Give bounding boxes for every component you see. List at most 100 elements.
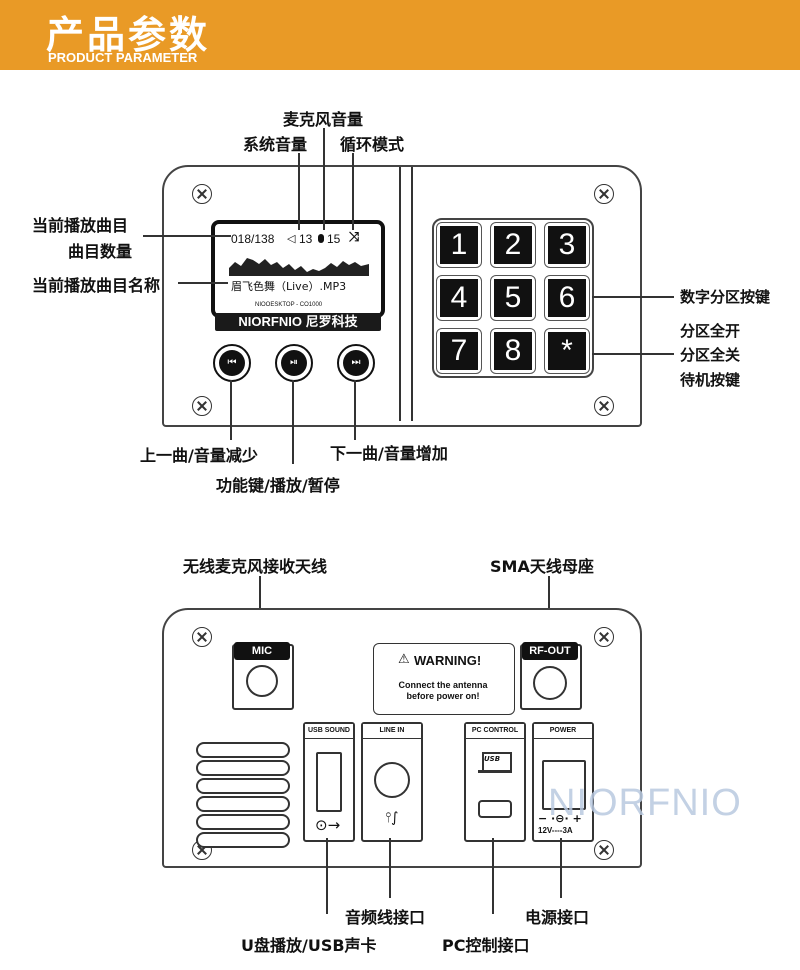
front-divider-2 (411, 167, 413, 421)
pointer-line (178, 282, 228, 284)
lcd-volume: 13 (299, 232, 313, 246)
rf-out-tag: RF-OUT (522, 642, 578, 660)
pointer-line (592, 353, 674, 355)
screw-icon (594, 396, 614, 416)
label-play: 功能键/播放/暂停 (216, 476, 340, 495)
label-mic-antenna: 无线麦克风接收天线 (183, 557, 328, 576)
spectrum-icon (229, 258, 369, 276)
label-track-name: 当前播放曲目名称 (32, 276, 161, 295)
vent-slot (196, 814, 290, 830)
shuffle-icon: ⤨ (349, 230, 360, 245)
pointer-line (352, 153, 354, 230)
play-pause-icon: ⏯ (281, 350, 307, 376)
power-spec: 12V----3A (538, 826, 573, 835)
pointer-line (354, 380, 356, 440)
lcd-song: 眉飞色舞（Live）.MP3 (231, 280, 347, 293)
screw-icon (594, 627, 614, 647)
pointer-line (326, 838, 328, 914)
pointer-line (323, 128, 325, 230)
key-8[interactable]: 8 (490, 328, 536, 374)
mic-jack-icon[interactable] (246, 665, 278, 697)
keypad: 1 2 3 4 5 6 7 8 * (432, 218, 594, 378)
pointer-line (292, 380, 294, 464)
line-in-port: LINE IN ⫯∫ (361, 722, 423, 842)
label-next: 下一曲/音量增加 (330, 444, 448, 463)
warning-line1: Connect the antenna (398, 680, 488, 690)
laptop-base-icon (478, 770, 512, 773)
vent-slot (196, 832, 290, 848)
rf-jack-icon[interactable] (533, 666, 567, 700)
pointer-line (143, 235, 231, 237)
vent-slot (196, 796, 290, 812)
model-label: NIOOESKTOP - CO1000 (255, 302, 323, 308)
usb-icon: ⊙→ (315, 816, 341, 834)
lcd-mic: 15 (327, 232, 341, 246)
polarity-icon: − ·⊖· + (538, 812, 582, 825)
key-3[interactable]: 3 (544, 222, 590, 268)
key-6[interactable]: 6 (544, 275, 590, 321)
key-star[interactable]: * (544, 328, 590, 374)
screw-icon (192, 396, 212, 416)
next-icon: ⏭ (343, 350, 369, 376)
mic-icon (318, 234, 324, 243)
pointer-line (592, 296, 674, 298)
label-sma: SMA天线母座 (490, 557, 594, 576)
pointer-line (389, 838, 391, 898)
label-power: 电源接口 (525, 908, 590, 927)
page-title: 产品参数 (46, 13, 211, 57)
header-banner: 产品参数 PRODUCT PARAMETER (0, 0, 800, 70)
label-usb: U盘播放/USB声卡 (241, 936, 377, 955)
screw-icon (192, 184, 212, 204)
db9-connector[interactable] (478, 800, 512, 818)
power-socket[interactable] (542, 760, 586, 810)
label-zone-all-on: 分区全开 (680, 322, 741, 340)
play-pause-button[interactable]: ⏯ (275, 344, 313, 382)
label-zone-all-off: 分区全关 (680, 346, 741, 364)
watermark-logo: NIORFNIO (548, 782, 742, 824)
label-standby: 待机按键 (680, 371, 741, 389)
pointer-line (230, 380, 232, 440)
label-mic-volume: 麦克风音量 (283, 110, 364, 129)
label-prev: 上一曲/音量减少 (140, 446, 258, 465)
brand-logo: NIORFNIO 尼罗科技 (215, 313, 381, 331)
mic-tag: MIC (234, 642, 290, 660)
label-pc: PC控制接口 (442, 936, 530, 955)
label-current-track: 当前播放曲目 (32, 216, 129, 235)
key-4[interactable]: 4 (436, 275, 482, 321)
vent-slot (196, 742, 290, 758)
next-button[interactable]: ⏭ (337, 344, 375, 382)
front-divider (399, 167, 401, 421)
power-port: POWER − ·⊖· + 12V----3A (532, 722, 594, 842)
prev-icon: ⏮ (219, 350, 245, 376)
usb-sound-port: USB SOUND ⊙→ (303, 722, 355, 842)
lcd-counter: 018/138 (231, 232, 275, 246)
warning-box (373, 643, 515, 715)
usb-small-text: USB (484, 755, 501, 763)
audio-plug-icon: ⫯∫ (385, 810, 399, 826)
key-7[interactable]: 7 (436, 328, 482, 374)
pointer-line (492, 838, 494, 914)
warning-title: WARNING! (414, 653, 482, 668)
prev-button[interactable]: ⏮ (213, 344, 251, 382)
vent-slot (196, 778, 290, 794)
label-sys-volume: 系统音量 (243, 135, 308, 154)
key-2[interactable]: 2 (490, 222, 536, 268)
page-subtitle: PRODUCT PARAMETER (48, 50, 198, 65)
pc-control-port: PC CONTROL USB (464, 722, 526, 842)
key-1[interactable]: 1 (436, 222, 482, 268)
speaker-icon: ◁ (287, 232, 296, 245)
pointer-line (298, 153, 300, 230)
screw-icon (594, 184, 614, 204)
usb-slot[interactable] (316, 752, 342, 812)
label-number-keys: 数字分区按键 (680, 288, 771, 306)
pointer-line (560, 838, 562, 898)
label-audio-in: 音频线接口 (345, 908, 426, 927)
screw-icon (594, 840, 614, 860)
warning-line2: before power on! (406, 691, 480, 701)
label-loop-mode: 循环模式 (340, 135, 405, 154)
key-5[interactable]: 5 (490, 275, 536, 321)
vent-slot (196, 760, 290, 776)
screw-icon (192, 627, 212, 647)
label-track-count: 曲目数量 (68, 242, 133, 261)
line-in-jack[interactable] (374, 762, 410, 798)
